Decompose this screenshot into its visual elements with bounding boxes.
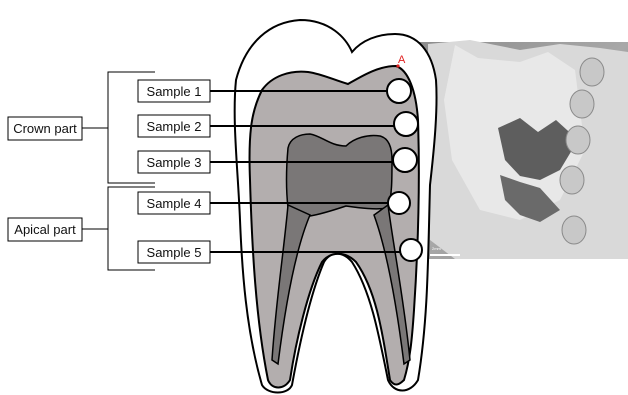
sample-4-label: Sample 4 [147, 196, 202, 211]
sample-3-label: Sample 3 [147, 155, 202, 170]
drill-hole [580, 58, 604, 86]
sample-1-site [387, 79, 411, 103]
drill-hole [562, 216, 586, 244]
drill-hole [560, 166, 584, 194]
crown-part-label: Crown part [13, 121, 77, 136]
scale-bar [430, 254, 460, 256]
point-a-label: A [398, 54, 406, 66]
sample-4-site [388, 192, 410, 214]
scale-bar-label: 2mm [432, 246, 442, 251]
sample-3-site [393, 148, 417, 172]
sample-1-label: Sample 1 [147, 84, 202, 99]
sample-labels: Sample 1 Sample 2 Sample 3 Sample 4 Samp… [138, 80, 210, 263]
sample-2-label: Sample 2 [147, 119, 202, 134]
group-labels: Crown part Apical part [8, 117, 82, 241]
apical-part-label: Apical part [14, 222, 76, 237]
tooth-section-micrograph: 2mm [415, 40, 628, 259]
drill-hole [570, 90, 594, 118]
pulp-chamber [287, 134, 393, 217]
sample-5-site [400, 239, 422, 261]
sample-5-label: Sample 5 [147, 245, 202, 260]
drill-hole [566, 126, 590, 154]
sample-2-site [394, 112, 418, 136]
